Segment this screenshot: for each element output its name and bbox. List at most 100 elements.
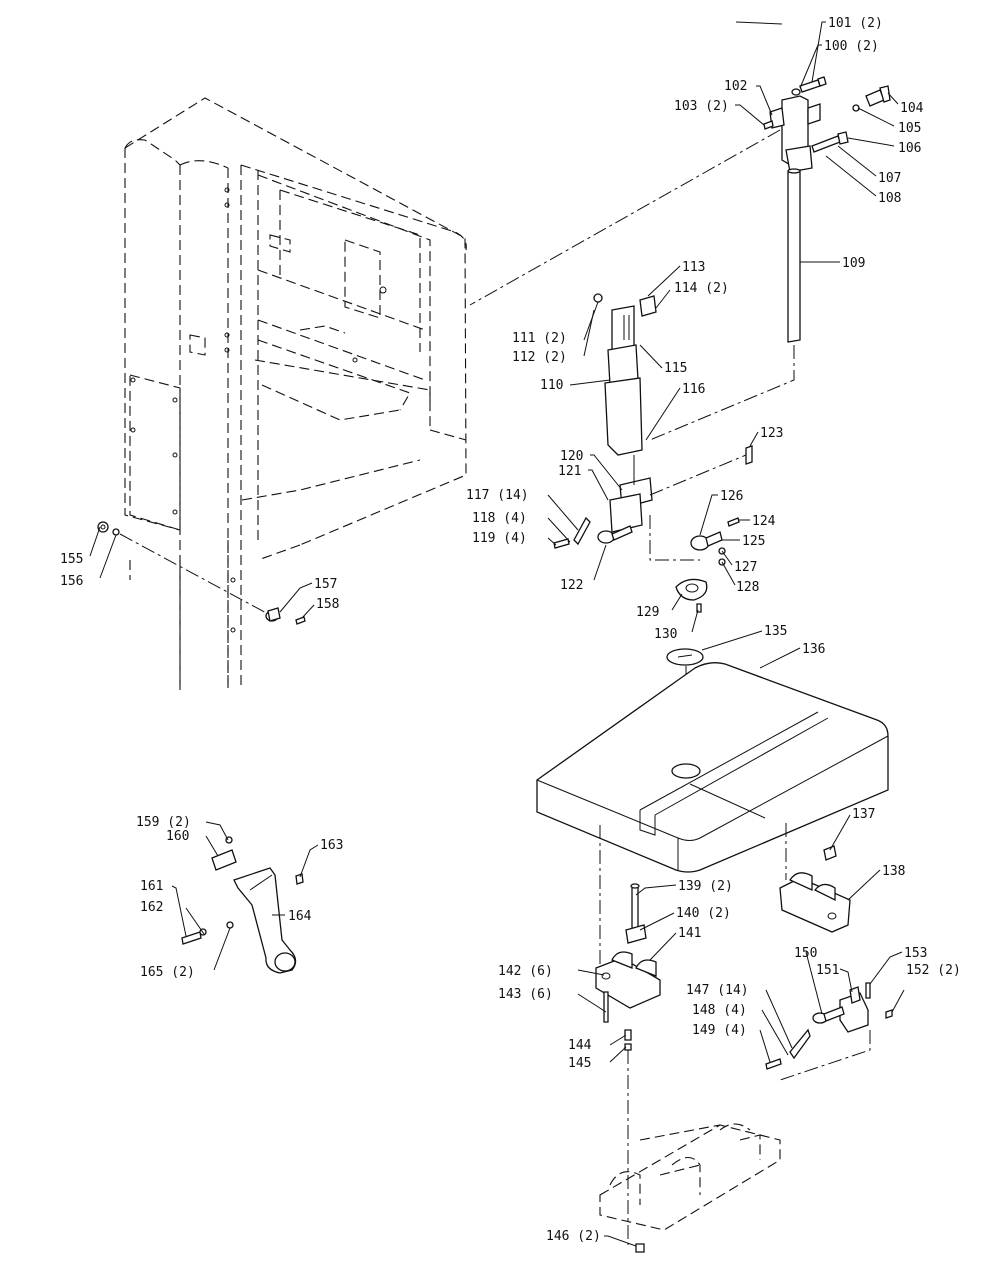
blade-guard-110 <box>604 305 643 456</box>
saw-frame-phantom <box>124 97 467 690</box>
guide-post-bracket <box>769 95 821 173</box>
label-152: 152 (2) <box>906 963 961 978</box>
centerline-156 <box>119 533 271 616</box>
part-labels: 101 (2) 100 (2) 102 103 (2) 104 105 106 … <box>60 16 961 1244</box>
screw-161 <box>181 931 202 945</box>
plate-147 <box>789 1028 811 1060</box>
guide-plate-117 <box>573 516 591 546</box>
label-103: 103 (2) <box>674 99 729 114</box>
screw-153 <box>865 982 871 999</box>
screw-103 <box>763 120 774 130</box>
screw-119 <box>553 538 570 549</box>
label-100: 100 (2) <box>824 39 879 54</box>
bearing-122 <box>597 525 633 544</box>
screw-143 <box>603 991 609 1023</box>
label-121: 121 <box>558 464 581 479</box>
label-123: 123 <box>760 426 783 441</box>
screw-149 <box>765 1058 782 1070</box>
knob-104 <box>865 85 891 107</box>
label-118: 118 (4) <box>472 511 527 526</box>
screw-123 <box>745 445 753 465</box>
centerline-120 <box>649 515 700 561</box>
plate-113 <box>639 295 657 317</box>
label-107: 107 <box>878 171 901 186</box>
label-150: 150 <box>794 946 817 961</box>
label-137: 137 <box>852 807 875 822</box>
label-159: 159 (2) <box>136 815 191 830</box>
guide-157 <box>265 607 281 622</box>
label-117: 117 (14) <box>466 488 529 503</box>
guide-126 <box>690 531 723 551</box>
trunnion-138 <box>779 872 851 933</box>
label-146: 146 (2) <box>546 1229 601 1244</box>
label-161: 161 <box>140 879 163 894</box>
label-115: 115 <box>664 361 687 376</box>
label-104: 104 <box>900 101 924 116</box>
plate-129 <box>675 578 708 601</box>
bolt-144 <box>624 1029 632 1041</box>
label-113: 113 <box>682 260 705 275</box>
label-112: 112 (2) <box>512 350 567 365</box>
bolt-107 <box>811 131 849 153</box>
label-106: 106 <box>898 141 921 156</box>
label-163: 163 <box>320 838 343 853</box>
centerline-upper <box>469 129 781 306</box>
label-124: 124 <box>752 514 776 529</box>
label-116: 116 <box>682 382 705 397</box>
label-135: 135 <box>764 624 787 639</box>
label-114: 114 (2) <box>674 281 729 296</box>
centerline-123 <box>649 454 747 496</box>
label-129: 129 <box>636 605 659 620</box>
guide-post-109 <box>787 168 801 343</box>
label-142: 142 (6) <box>498 964 553 979</box>
label-101: 101 (2) <box>828 16 883 31</box>
label-156: 156 <box>60 574 83 589</box>
label-144: 144 <box>568 1038 592 1053</box>
guide-151 <box>839 986 869 1033</box>
screw-165 <box>226 921 234 929</box>
label-155: 155 <box>60 552 83 567</box>
label-157: 157 <box>314 577 337 592</box>
label-125: 125 <box>742 534 765 549</box>
label-111: 111 (2) <box>512 331 567 346</box>
centerline-151 <box>779 1030 871 1081</box>
nut-163 <box>295 873 304 885</box>
label-162: 162 <box>140 900 163 915</box>
centerline-post <box>649 345 795 441</box>
label-128: 128 <box>736 580 759 595</box>
nut-111 <box>593 293 603 303</box>
pin-137 <box>823 845 837 861</box>
label-139: 139 (2) <box>678 879 733 894</box>
label-165: 165 (2) <box>140 965 195 980</box>
label-105: 105 <box>898 121 921 136</box>
label-164: 164 <box>288 909 312 924</box>
label-138: 138 <box>882 864 905 879</box>
label-119: 119 (4) <box>472 531 527 546</box>
screw-158 <box>295 616 306 625</box>
bracket-164 <box>233 867 297 974</box>
base-trunnion-phantom <box>599 1123 781 1231</box>
label-130: 130 <box>654 627 677 642</box>
label-148: 148 (4) <box>692 1003 747 1018</box>
label-109: 109 <box>842 256 865 271</box>
screw-124 <box>727 517 740 527</box>
label-136: 136 <box>802 642 825 657</box>
guide-block-120 <box>609 455 653 533</box>
nut-155 <box>97 521 109 533</box>
label-120: 120 <box>560 449 583 464</box>
label-145: 145 <box>568 1056 591 1071</box>
block-160 <box>211 849 237 871</box>
screw-152 <box>885 1009 893 1019</box>
table-136 <box>536 662 889 873</box>
label-141: 141 <box>678 926 701 941</box>
label-160: 160 <box>166 829 189 844</box>
washer-100 <box>791 88 801 96</box>
label-153: 153 <box>904 946 927 961</box>
label-126: 126 <box>720 489 743 504</box>
label-110: 110 <box>540 378 563 393</box>
bearing-150 <box>812 1006 845 1024</box>
label-140: 140 (2) <box>676 906 731 921</box>
label-158: 158 <box>316 597 339 612</box>
